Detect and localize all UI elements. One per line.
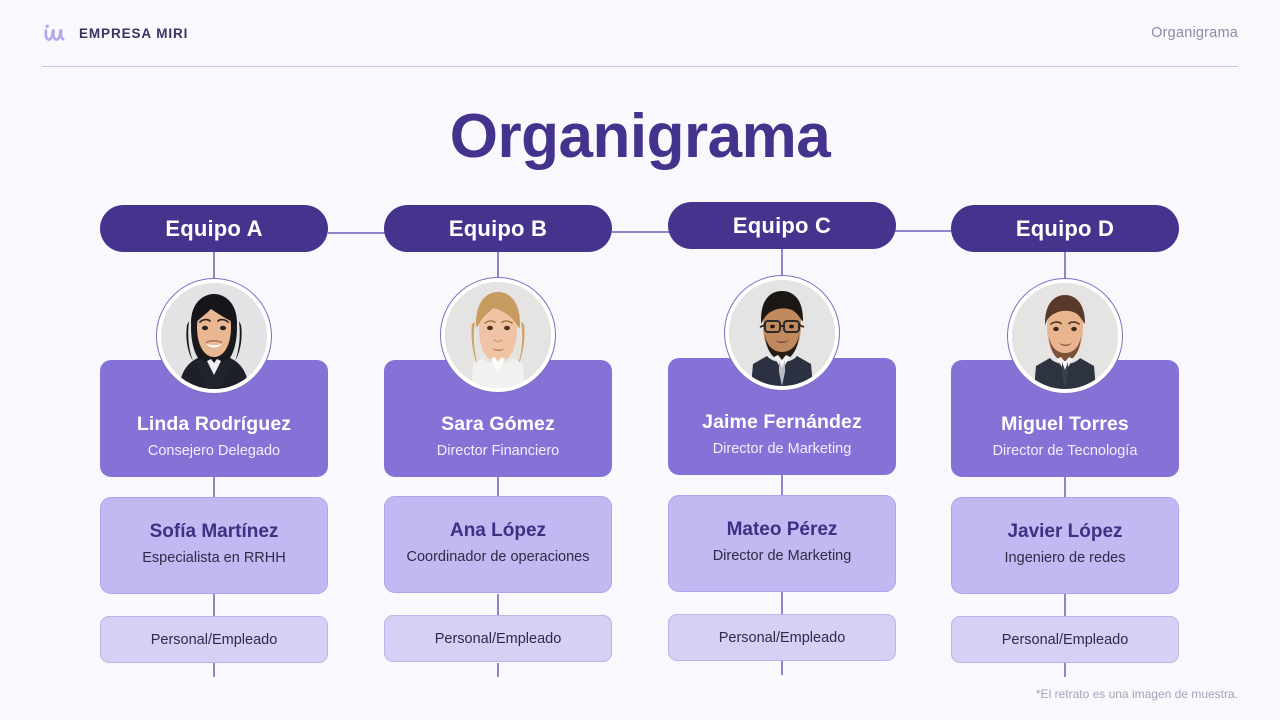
team-pill-c[interactable]: Equipo C [668,202,896,249]
avatar [1007,278,1123,394]
lead-name: Linda Rodríguez [136,413,292,435]
header-right-label: Organigrama [1151,25,1238,41]
connector-leaf-down [1064,663,1066,677]
avatar [156,278,272,394]
mid-name: Sofía Martínez [149,521,279,542]
miri-brand-icon [42,20,68,46]
team-pill-label: Equipo A [165,215,263,241]
leaf-card-a[interactable]: Personal/Empleado [100,616,328,663]
portrait-woman-blonde-hair [445,282,551,388]
lead-name: Jaime Fernández [702,411,862,433]
leaf-label: Personal/Empleado [150,631,278,648]
team-connector-c-d [894,230,953,232]
org-column-c: Equipo C [668,202,896,675]
mid-role: Director de Marketing [712,547,852,564]
connector-mid-to-leaf [1064,594,1066,616]
mid-card-b[interactable]: Ana López Coordinador de operaciones [384,496,612,593]
connector-mid-to-leaf [497,594,499,616]
team-pill-label: Equipo D [1015,215,1115,241]
connector-team-to-lead [781,249,783,279]
team-connector-b-c [612,231,670,233]
brand-name: EMPRESA MIRI [79,25,189,41]
mid-name: Ana López [449,520,547,541]
mid-card-c[interactable]: Mateo Pérez Director de Marketing [668,495,896,592]
leaf-label: Personal/Empleado [718,629,846,646]
avatar [724,275,840,391]
org-column-b: Equipo B [384,205,612,677]
leaf-card-d[interactable]: Personal/Empleado [951,616,1179,663]
footnote: *El retrato es una imagen de muestra. [1035,687,1238,701]
lead-role: Consejero Delegado [147,443,281,460]
connector-team-to-lead [1064,252,1066,282]
team-connector-a-b [328,232,386,234]
avatar [440,277,556,393]
leaf-card-b[interactable]: Personal/Empleado [384,615,612,662]
mid-role: Especialista en RRHH [142,549,286,566]
page-header: EMPRESA MIRI Organigrama [0,0,1280,68]
lead-role: Director de Marketing [712,441,852,458]
leaf-label: Personal/Empleado [1001,631,1129,648]
connector-lead-to-mid [497,477,499,497]
mid-card-a[interactable]: Sofía Martínez Especialista en RRHH [100,497,328,594]
portrait-man-short-beard [1012,283,1118,389]
org-column-d: Equipo D [951,205,1179,677]
team-pill-d[interactable]: Equipo D [951,205,1179,252]
connector-leaf-down [497,663,499,677]
lead-role: Director de Tecnología [992,443,1138,460]
connector-mid-to-leaf [781,592,783,614]
lead-name: Sara Gómez [441,413,555,435]
portrait-woman-dark-hair [161,283,267,389]
team-pill-a[interactable]: Equipo A [100,205,328,252]
mid-role: Coordinador de operaciones [406,548,590,565]
lead-role: Director Financiero [436,443,560,460]
connector-team-to-lead [213,252,215,282]
connector-mid-to-leaf [213,594,215,616]
connector-leaf-down [213,663,215,677]
mid-name: Mateo Pérez [726,519,838,540]
portrait-man-glasses-beard [729,280,835,386]
header-inner: EMPRESA MIRI Organigrama [42,0,1238,67]
connector-leaf-down [781,661,783,675]
mid-role: Ingeniero de redes [1004,549,1126,566]
page-title: Organigrama [449,102,831,171]
org-chart: Equipo A [0,202,1280,677]
leaf-card-c[interactable]: Personal/Empleado [668,614,896,661]
connector-lead-to-mid [213,477,215,497]
lead-name: Miguel Torres [1001,413,1129,435]
mid-name: Javier López [1007,521,1123,542]
team-pill-b[interactable]: Equipo B [384,205,612,252]
leaf-label: Personal/Empleado [434,630,562,647]
connector-team-to-lead [497,252,499,282]
connector-lead-to-mid [781,475,783,495]
connector-lead-to-mid [1064,477,1066,497]
brand: EMPRESA MIRI [42,20,188,46]
org-column-a: Equipo A [100,205,328,677]
team-pill-label: Equipo C [732,212,832,238]
mid-card-d[interactable]: Javier López Ingeniero de redes [951,497,1179,594]
team-pill-label: Equipo B [448,215,548,241]
